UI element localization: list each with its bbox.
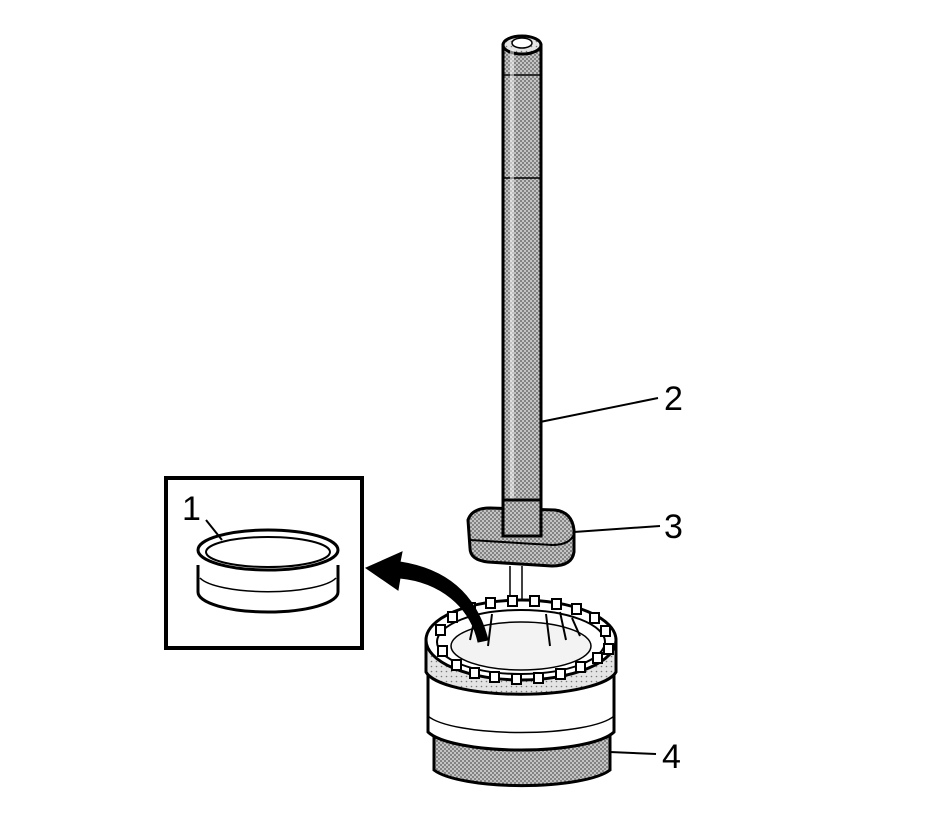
callout-2: 2 (664, 380, 683, 418)
callout-1: 1 (182, 490, 201, 528)
leader-lines (205, 397, 661, 755)
seal-ring (196, 528, 340, 614)
callout-3: 3 (664, 508, 683, 546)
removal-arrow (364, 551, 489, 643)
callout-4: 4 (662, 738, 681, 776)
tool-shaft (501, 34, 543, 537)
hub-assembly (424, 595, 618, 788)
inset-detail (164, 476, 364, 650)
